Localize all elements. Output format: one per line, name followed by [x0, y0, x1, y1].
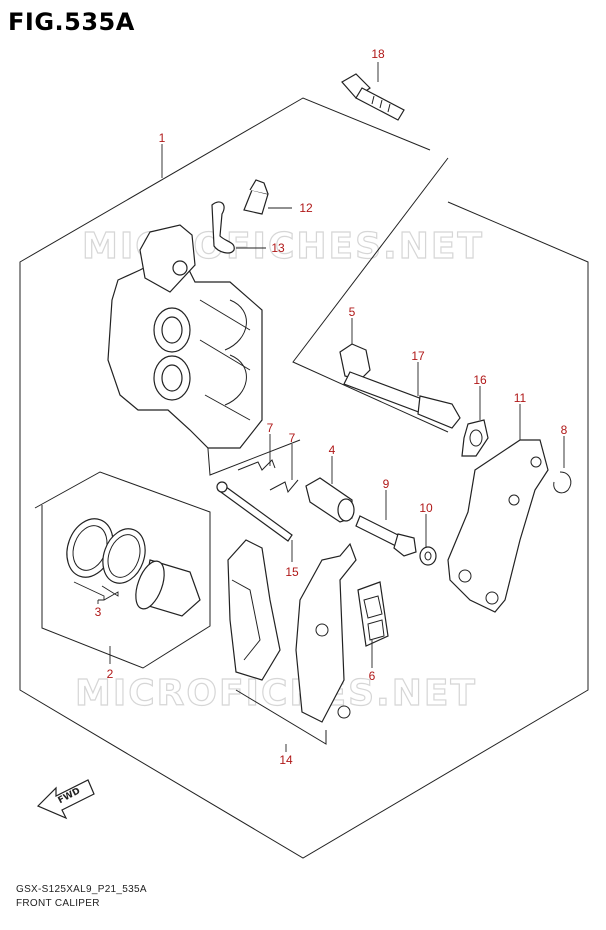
brake-pad-outer: [227, 539, 281, 681]
callout-16: 16: [473, 373, 487, 387]
holder-boot: [305, 477, 355, 523]
callout-7b: 7: [289, 431, 296, 445]
bleeder-screw: [243, 179, 269, 215]
mounting-bolt: [341, 73, 405, 121]
caliper-bolt: [355, 515, 417, 557]
pad-spring-7a: [237, 459, 276, 471]
callout-3: 3: [95, 605, 102, 619]
washer: [419, 546, 437, 566]
figure-title: FIG.535A: [8, 8, 135, 36]
model-code: GSX-S125XAL9_P21_535A: [16, 884, 147, 895]
forward-arrow-icon: FWD: [36, 779, 95, 820]
callout-7a: 7: [267, 421, 274, 435]
bleeder-cap: [211, 201, 235, 254]
pad-spring-7b: [269, 479, 299, 494]
callout-13: 13: [271, 241, 285, 255]
callout-11: 11: [514, 391, 527, 405]
callout-12: 12: [299, 201, 313, 215]
diagram-caption: FRONT CALIPER: [16, 898, 100, 909]
caliper-bracket: [447, 439, 549, 613]
callout-2: 2: [107, 667, 114, 681]
callout-15: 15: [285, 565, 299, 579]
pad-group-bracket: [235, 689, 327, 745]
piston-group-frame: [34, 471, 211, 669]
caliper-piston: [135, 559, 201, 617]
watermark-bottom: MICROFICHES.NET: [75, 673, 477, 714]
slide-pin: [343, 371, 461, 429]
callout-8: 8: [561, 423, 568, 437]
callout-9: 9: [383, 477, 390, 491]
assembly-frame: [19, 97, 589, 859]
leader-3a: [73, 581, 105, 600]
callout-14: 14: [279, 753, 293, 767]
callout-17: 17: [411, 349, 425, 363]
leader-3b: [98, 585, 119, 601]
callout-5: 5: [349, 305, 356, 319]
callout-10: 10: [419, 501, 433, 515]
assembly-frame-inner-link: [292, 157, 449, 433]
callout-6: 6: [369, 669, 376, 683]
caliper-body: [107, 224, 263, 449]
callout-18: 18: [371, 47, 385, 61]
pin-plate: [461, 419, 489, 457]
circlip: [553, 471, 572, 494]
piston-seals: [66, 518, 146, 584]
pad-shim: [357, 581, 389, 647]
callout-4: 4: [329, 443, 336, 457]
brake-pad-inner: [295, 542, 357, 723]
pad-pin: [216, 481, 293, 542]
callout-1: 1: [159, 131, 166, 145]
